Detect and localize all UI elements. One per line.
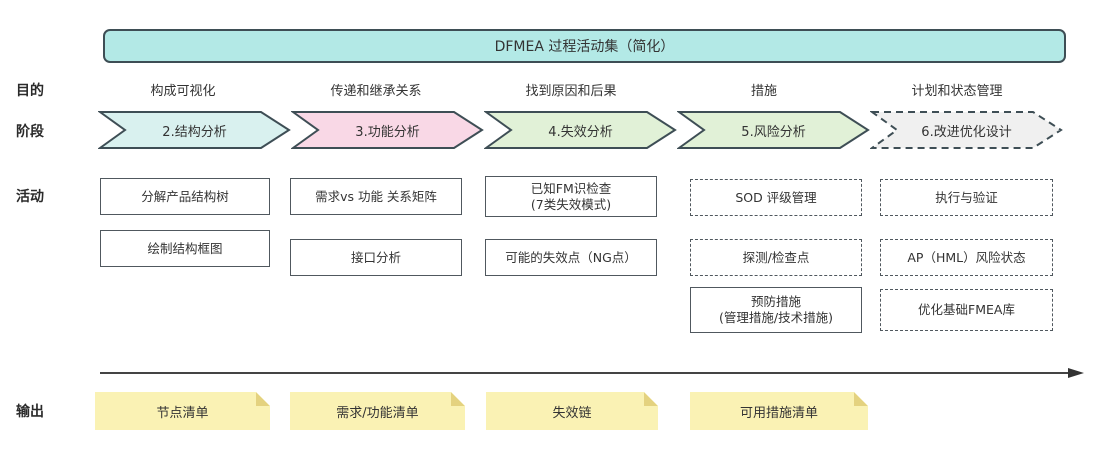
activity-label: AP（HML）风险状态 bbox=[907, 249, 1026, 265]
activity-label: 分解产品结构树 bbox=[141, 188, 229, 204]
chevron-arrow-icon bbox=[675, 111, 870, 149]
output-label: 失效链 bbox=[552, 405, 592, 421]
purpose-optimization: 计划和状态管理 bbox=[911, 84, 1003, 99]
phase-label: 3.功能分析 bbox=[355, 124, 420, 140]
activity-label: 执行与验证 bbox=[935, 189, 998, 205]
row-label-phase: 阶段 bbox=[16, 124, 44, 140]
right-arrow-line-icon bbox=[100, 368, 1084, 378]
phase-arrow-optimization: 6.改进优化设计 bbox=[868, 110, 1063, 150]
activity-sublabel: (7类失效模式) bbox=[530, 196, 612, 212]
output-label: 需求/功能清单 bbox=[336, 405, 419, 421]
purpose-structure: 构成可视化 bbox=[150, 84, 216, 99]
diagram-title-banner: DFMEA 过程活动集（简化） bbox=[103, 29, 1066, 63]
purpose-failure: 找到原因和后果 bbox=[525, 84, 617, 99]
output-note: 节点清单 bbox=[95, 392, 270, 430]
activity-box-dashed: SOD 评级管理 bbox=[690, 179, 862, 216]
phase-arrow-structure: 2.结构分析 bbox=[96, 110, 291, 150]
output-label: 节点清单 bbox=[156, 405, 209, 421]
note-fold-corner-icon bbox=[451, 392, 465, 406]
phase-label: 4.失效分析 bbox=[548, 124, 613, 140]
activity-box: 分解产品结构树 bbox=[100, 178, 270, 215]
activity-sublabel: (管理措施/技术措施) bbox=[719, 310, 833, 325]
purpose-function: 传递和继承关系 bbox=[330, 84, 422, 99]
activity-box: 预防措施 (管理措施/技术措施) bbox=[690, 287, 862, 333]
row-label-purpose: 目的 bbox=[16, 83, 44, 99]
phase-label: 2.结构分析 bbox=[162, 124, 227, 140]
activity-box-dashed: AP（HML）风险状态 bbox=[880, 239, 1053, 276]
timeline-arrow bbox=[98, 365, 1098, 381]
output-note: 失效链 bbox=[486, 392, 658, 430]
chevron-arrow-icon bbox=[482, 111, 677, 149]
diagram-title: DFMEA 过程活动集（简化） bbox=[494, 39, 675, 55]
output-note: 需求/功能清单 bbox=[290, 392, 465, 430]
activity-label: 需求vs 功能 关系矩阵 bbox=[315, 188, 437, 204]
purpose-risk: 措施 bbox=[750, 84, 777, 99]
activity-box: 已知FM识检查 (7类失效模式) bbox=[485, 176, 657, 217]
activity-label: 优化基础FMEA库 bbox=[918, 302, 1015, 318]
phase-arrow-failure: 4.失效分析 bbox=[482, 110, 677, 150]
phase-arrow-risk: 5.风险分析 bbox=[675, 110, 870, 150]
activity-box-dashed: 优化基础FMEA库 bbox=[880, 289, 1053, 331]
activity-label: 预防措施 bbox=[750, 294, 801, 310]
phase-arrow-function: 3.功能分析 bbox=[289, 110, 484, 150]
phase-label: 6.改进优化设计 bbox=[921, 124, 1012, 140]
activity-box-dashed: 执行与验证 bbox=[880, 179, 1053, 216]
activity-label: SOD 评级管理 bbox=[735, 189, 817, 205]
output-label: 可用措施清单 bbox=[739, 405, 818, 421]
activity-label: 接口分析 bbox=[350, 249, 401, 265]
row-label-activity: 活动 bbox=[16, 189, 44, 205]
activity-box-dashed: 探测/检查点 bbox=[690, 239, 862, 276]
activity-box: 可能的失效点（NG点） bbox=[485, 239, 657, 276]
activity-box: 绘制结构框图 bbox=[100, 230, 270, 267]
note-fold-corner-icon bbox=[854, 392, 868, 406]
chevron-arrow-icon bbox=[96, 111, 291, 149]
note-fold-corner-icon bbox=[644, 392, 658, 406]
activity-label: 探测/检查点 bbox=[742, 249, 810, 265]
activity-box: 接口分析 bbox=[290, 239, 462, 276]
activity-box: 需求vs 功能 关系矩阵 bbox=[290, 178, 462, 215]
output-note: 可用措施清单 bbox=[690, 392, 868, 430]
activity-label: 可能的失效点（NG点） bbox=[505, 249, 637, 265]
activity-label: 绘制结构框图 bbox=[147, 240, 223, 256]
phase-label: 5.风险分析 bbox=[741, 124, 806, 140]
chevron-arrow-dashed-icon bbox=[868, 111, 1063, 149]
chevron-arrow-icon bbox=[289, 111, 484, 149]
note-fold-corner-icon bbox=[256, 392, 270, 406]
row-label-output: 输出 bbox=[16, 404, 44, 420]
activity-label: 已知FM识检查 bbox=[530, 180, 612, 196]
